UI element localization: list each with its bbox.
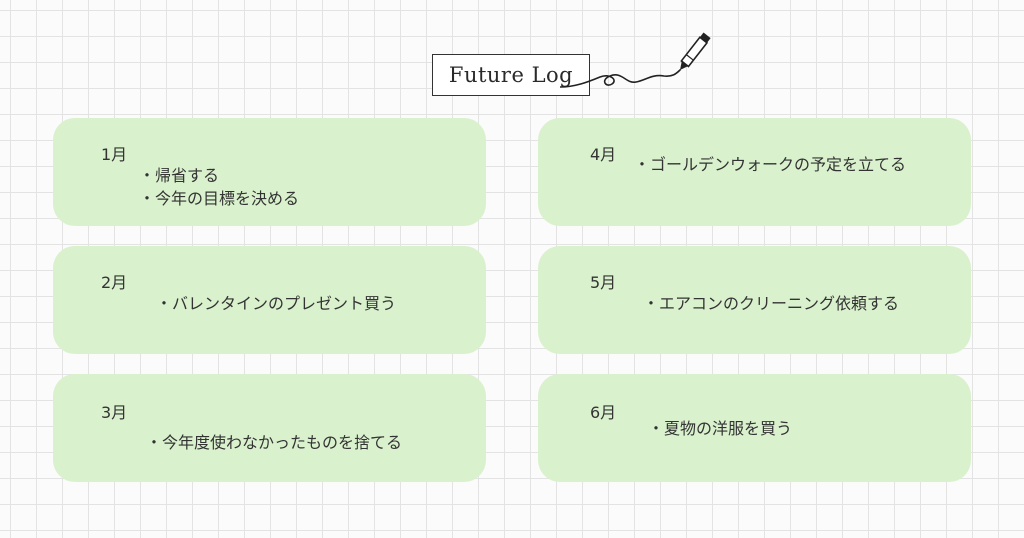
task-item: ・今年度使わなかったものを捨てる [146,433,403,452]
month-card-4: 4月 ・ゴールデンウォークの予定を立てる [538,118,971,226]
month-card-5: 5月 ・エアコンのクリーニング依頼する [538,246,971,354]
month-card-2: 2月 ・バレンタインのプレゼント買う [53,246,486,354]
task-item: ・夏物の洋服を買う [648,419,793,438]
month-card-1: 1月 ・帰省する ・今年の目標を決める [53,118,486,226]
month-label: 4月 [590,145,617,164]
pen-icon [560,32,711,88]
task-item: ・今年の目標を決める [139,189,300,208]
month-card-6: 6月 ・夏物の洋服を買う [538,374,971,482]
page-title-text: Future Log [448,63,574,87]
month-label: 3月 [101,403,128,422]
task-item: ・バレンタインのプレゼント買う [156,294,397,313]
month-label: 5月 [590,273,617,292]
month-label: 1月 [101,145,128,164]
month-label: 2月 [101,273,128,292]
task-item: ・ゴールデンウォークの予定を立てる [634,155,907,174]
page-title: Future Log [432,54,590,96]
task-item: ・帰省する [139,166,220,185]
task-item: ・エアコンのクリーニング依頼する [643,294,900,313]
month-label: 6月 [590,403,617,422]
month-card-3: 3月 ・今年度使わなかったものを捨てる [53,374,486,482]
